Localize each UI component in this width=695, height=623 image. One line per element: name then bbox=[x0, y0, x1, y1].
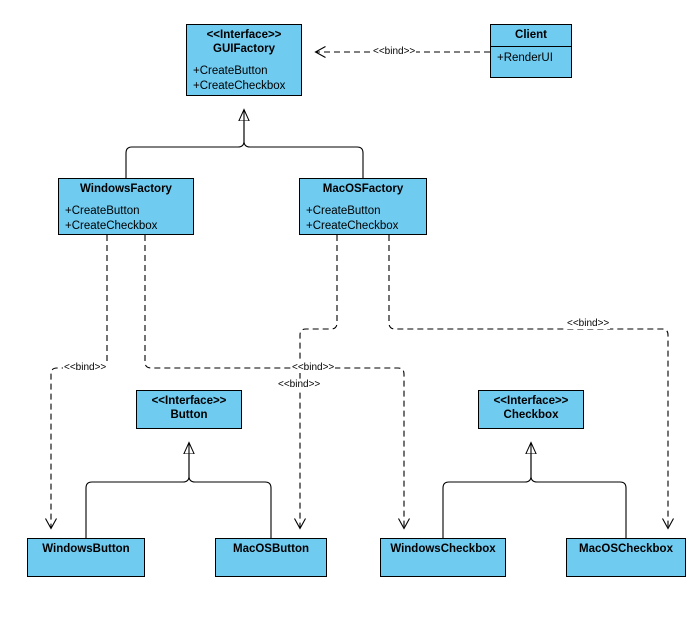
class-name-macosfactory: MacOSFactory bbox=[322, 183, 404, 195]
class-separator bbox=[491, 46, 571, 47]
class-member: +CreateButton bbox=[306, 205, 381, 217]
edge-label-bind-macosfactory-macosbutton: <<bind>> bbox=[291, 362, 336, 373]
class-member: +CreateButton bbox=[65, 205, 140, 217]
class-name-windowsbutton: WindowsButton bbox=[42, 543, 130, 555]
edge-label-bind-client-guifactory: <<bind>> bbox=[372, 46, 417, 57]
class-member: +RenderUI bbox=[497, 52, 553, 64]
class-title-button: <<Interface>> Button bbox=[137, 391, 241, 426]
generalization-windowsbutton-button bbox=[85, 443, 189, 538]
class-name-button: Button bbox=[170, 409, 208, 421]
dependency-macosfactory-macoscheckbox bbox=[388, 235, 674, 530]
generalization-edges bbox=[85, 110, 627, 538]
class-member: +CreateCheckbox bbox=[65, 220, 158, 232]
class-name-windowscheckbox: WindowsCheckbox bbox=[390, 543, 496, 555]
class-stereotype-button: <<Interface>> bbox=[151, 395, 227, 407]
class-name-macosbutton: MacOSButton bbox=[232, 543, 310, 555]
class-box-client[interactable]: Client +RenderUI bbox=[490, 24, 572, 78]
class-title-guifactory: <<Interface>> GUIFactory bbox=[187, 25, 301, 60]
class-members-macosbutton bbox=[216, 560, 326, 584]
class-members-client: +RenderUI bbox=[491, 47, 571, 77]
class-members-windowsbutton bbox=[28, 560, 144, 584]
class-name-windowsfactory: WindowsFactory bbox=[80, 183, 172, 195]
class-title-macosbutton: MacOSButton bbox=[216, 539, 326, 560]
class-title-windowsfactory: WindowsFactory bbox=[59, 179, 193, 200]
edge-label-bind-windowsfactory-windowsbutton: <<bind>> bbox=[63, 362, 108, 373]
generalization-windowsfactory-guifactory bbox=[125, 110, 244, 178]
class-box-button[interactable]: <<Interface>> Button bbox=[136, 390, 242, 429]
class-member: +CreateCheckbox bbox=[193, 80, 286, 92]
dependency-windowsfactory-windowscheckbox bbox=[144, 235, 410, 530]
edge-label-bind-macosfactory-macoscheckbox: <<bind>> bbox=[566, 318, 611, 329]
class-members-guifactory: +CreateButton +CreateCheckbox bbox=[187, 60, 301, 98]
edge-label-bind-windowsfactory-windowscheckbox: <<bind>> bbox=[277, 379, 322, 390]
class-name-guifactory: GUIFactory bbox=[213, 43, 275, 55]
class-stereotype-guifactory: <<Interface>> bbox=[206, 29, 282, 41]
class-members-windowscheckbox bbox=[381, 560, 505, 584]
generalization-macosbutton-button bbox=[188, 443, 272, 538]
class-box-windowsfactory[interactable]: WindowsFactory +CreateButton +CreateChec… bbox=[58, 178, 194, 235]
generalization-windowscheckbox-checkbox bbox=[442, 443, 531, 538]
class-box-windowsbutton[interactable]: WindowsButton bbox=[27, 538, 145, 577]
class-box-macosfactory[interactable]: MacOSFactory +CreateButton +CreateCheckb… bbox=[299, 178, 427, 235]
dependency-edges bbox=[45, 46, 674, 530]
class-title-checkbox: <<Interface>> Checkbox bbox=[479, 391, 583, 426]
class-box-checkbox[interactable]: <<Interface>> Checkbox bbox=[478, 390, 584, 429]
class-members-windowsfactory: +CreateButton +CreateCheckbox bbox=[59, 200, 193, 238]
class-members-macosfactory: +CreateButton +CreateCheckbox bbox=[300, 200, 426, 238]
class-member: +CreateButton bbox=[193, 65, 268, 77]
class-title-windowsbutton: WindowsButton bbox=[28, 539, 144, 560]
class-name-macoscheckbox: MacOSCheckbox bbox=[579, 543, 673, 555]
class-title-macosfactory: MacOSFactory bbox=[300, 179, 426, 200]
class-name-client: Client bbox=[515, 29, 547, 41]
class-box-macoscheckbox[interactable]: MacOSCheckbox bbox=[566, 538, 686, 577]
class-title-windowscheckbox: WindowsCheckbox bbox=[381, 539, 505, 560]
class-box-windowscheckbox[interactable]: WindowsCheckbox bbox=[380, 538, 506, 577]
class-members-macoscheckbox bbox=[567, 560, 685, 584]
class-box-macosbutton[interactable]: MacOSButton bbox=[215, 538, 327, 577]
generalization-macosfactory-guifactory bbox=[243, 110, 364, 178]
class-title-client: Client bbox=[491, 25, 571, 46]
dependency-windowsfactory-windowsbutton bbox=[45, 235, 108, 530]
generalization-macoscheckbox-checkbox bbox=[530, 443, 627, 538]
class-name-checkbox: Checkbox bbox=[503, 409, 559, 421]
class-members-checkbox bbox=[479, 426, 583, 450]
class-member: +CreateCheckbox bbox=[306, 220, 399, 232]
class-members-button bbox=[137, 426, 241, 450]
class-box-guifactory[interactable]: <<Interface>> GUIFactory +CreateButton +… bbox=[186, 24, 302, 96]
class-stereotype-checkbox: <<Interface>> bbox=[493, 395, 569, 407]
class-title-macoscheckbox: MacOSCheckbox bbox=[567, 539, 685, 560]
